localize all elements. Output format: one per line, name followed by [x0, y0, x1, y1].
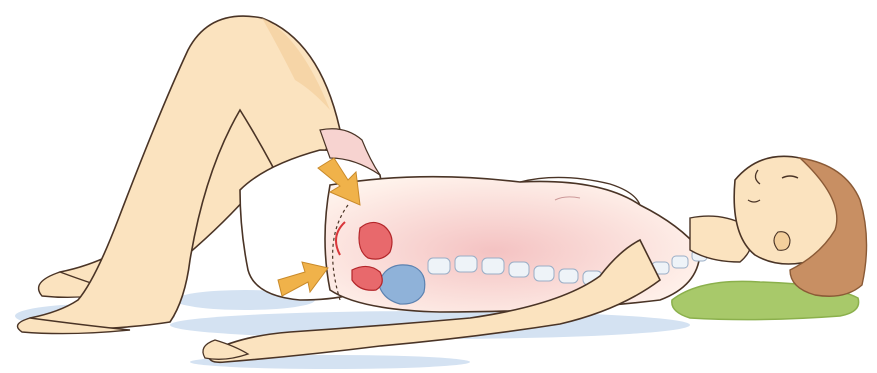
- ear: [774, 232, 790, 251]
